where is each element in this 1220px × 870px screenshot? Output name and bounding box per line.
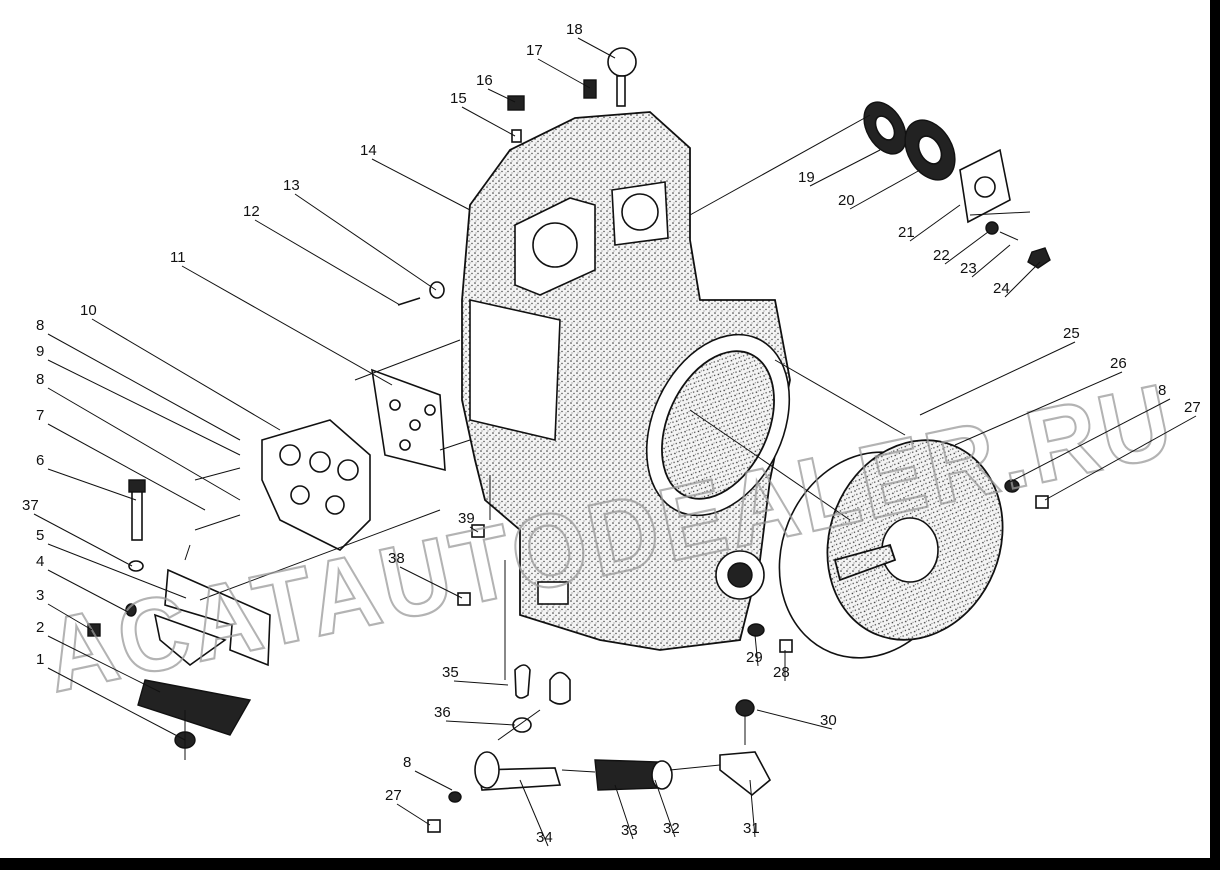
- callout-leader-3: [47, 603, 93, 631]
- callout-number-27b: 27: [385, 787, 402, 804]
- callout-leader-36: [445, 720, 516, 726]
- callout-number-28: 28: [773, 664, 790, 681]
- callout-leader-14: [371, 158, 471, 211]
- callout-number-21: 21: [898, 224, 915, 241]
- callout-leader-8c: [1009, 398, 1171, 483]
- callout-number-8c: 8: [1158, 382, 1166, 399]
- assembly-lines: [184, 114, 1031, 773]
- callout-number-38: 38: [388, 550, 405, 567]
- callout-number-8d: 8: [403, 754, 411, 771]
- callout-number-10: 10: [80, 302, 97, 319]
- callout-number-6: 6: [36, 452, 44, 469]
- callout-number-24: 24: [993, 280, 1010, 297]
- callout-leader-39: [469, 526, 479, 533]
- callout-number-17: 17: [526, 42, 543, 59]
- fasteners: [87, 47, 1049, 833]
- callout-number-4: 4: [36, 553, 44, 570]
- callout-number-31: 31: [743, 820, 760, 837]
- callout-leader-17: [537, 58, 591, 89]
- callout-number-8b: 8: [36, 317, 44, 334]
- callout-number-12: 12: [243, 203, 260, 220]
- callout-number-1: 1: [36, 651, 44, 668]
- callout-leader-23: [971, 244, 1011, 278]
- callout-leader-8d: [414, 770, 453, 791]
- oil-line-assembly: [474, 664, 772, 797]
- callout-number-32: 32: [663, 820, 680, 837]
- callout-number-27a: 27: [1184, 399, 1201, 416]
- callout-leader-27b: [396, 803, 431, 826]
- callout-leader-35: [453, 680, 509, 686]
- callout-number-15: 15: [450, 90, 467, 107]
- callout-number-8a: 8: [36, 371, 44, 388]
- callout-leader-34: [519, 779, 549, 847]
- callout-number-36: 36: [434, 704, 451, 721]
- callout-leader-33: [614, 784, 634, 840]
- callout-number-29: 29: [746, 649, 763, 666]
- callout-number-26: 26: [1110, 355, 1127, 372]
- callout-number-7: 7: [36, 407, 44, 424]
- callout-leader-1: [47, 667, 186, 741]
- callout-leader-5: [47, 543, 187, 599]
- callout-leader-4: [47, 569, 129, 613]
- valve-body: [261, 368, 446, 551]
- callout-leader-19: [809, 149, 881, 187]
- callout-number-19: 19: [798, 169, 815, 186]
- callout-number-23: 23: [960, 260, 977, 277]
- callout-leader-7: [47, 423, 206, 511]
- callout-leader-30: [756, 709, 833, 730]
- callout-leader-11: [181, 265, 393, 386]
- callout-number-37: 37: [22, 497, 39, 514]
- callout-number-16: 16: [476, 72, 493, 89]
- callout-leader-20: [849, 169, 921, 210]
- callout-leader-16: [487, 88, 516, 103]
- callout-leader-29: [754, 634, 759, 667]
- mount-bracket: [137, 568, 271, 749]
- callout-leader-10: [91, 318, 281, 431]
- callout-leader-9: [47, 359, 241, 456]
- callout-number-14: 14: [360, 142, 377, 159]
- housing-cover: [778, 439, 1004, 659]
- callout-number-13: 13: [283, 177, 300, 194]
- callout-number-35: 35: [442, 664, 459, 681]
- callout-number-22: 22: [933, 247, 950, 264]
- callout-number-9: 9: [36, 343, 44, 360]
- callout-number-39: 39: [458, 510, 475, 527]
- callout-leader-6: [47, 468, 137, 501]
- callout-leader-22: [944, 231, 989, 265]
- callout-number-33: 33: [621, 822, 638, 839]
- callout-leader-26: [954, 371, 1123, 446]
- bearing-set: [863, 101, 1051, 269]
- callout-number-11: 11: [170, 249, 186, 266]
- callout-leader-24: [1004, 261, 1041, 298]
- callout-number-2: 2: [36, 619, 44, 636]
- callout-leader-8b: [47, 333, 241, 441]
- transmission-housing: [461, 111, 791, 651]
- callout-leader-12: [254, 219, 401, 306]
- callout-leader-13: [294, 193, 437, 291]
- callout-number-30: 30: [820, 712, 837, 729]
- callout-leader-38: [399, 566, 463, 599]
- callout-number-5: 5: [36, 527, 44, 544]
- callout-labels: 1234537678981011121314151617181920212223…: [22, 21, 1201, 847]
- callout-leader-37: [33, 513, 133, 567]
- callout-leader-18: [577, 37, 616, 59]
- callout-leader-2: [47, 635, 161, 693]
- callout-number-18: 18: [566, 21, 583, 38]
- callout-leader-32: [654, 779, 676, 838]
- callout-leader-31: [749, 779, 756, 838]
- callout-leader-21: [909, 204, 961, 242]
- callout-number-20: 20: [838, 192, 855, 209]
- callout-leader-25: [919, 341, 1076, 416]
- callout-number-25: 25: [1063, 325, 1080, 342]
- callout-leader-27a: [1044, 415, 1197, 501]
- callout-number-3: 3: [36, 587, 44, 604]
- callout-number-34: 34: [536, 829, 553, 846]
- callout-leader-15: [461, 106, 516, 137]
- callout-leader-8a: [47, 387, 241, 501]
